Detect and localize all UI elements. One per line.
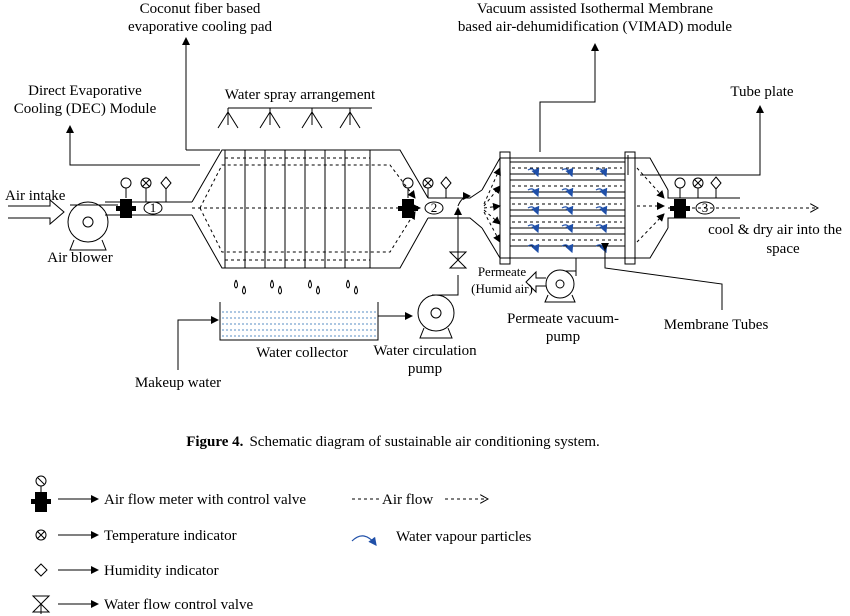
- water-spray-arrangement: [217, 107, 372, 129]
- svg-text:Coconut fiber based: Coconut fiber based: [140, 1, 261, 17]
- svg-text:1: 1: [150, 200, 157, 215]
- dec-module: [191, 149, 429, 295]
- svg-text:Temperature indicator: Temperature indicator: [104, 528, 237, 544]
- figure-caption: Figure 4.Schematic diagram of sustainabl…: [186, 434, 600, 450]
- svg-text:(Humid air): (Humid air): [471, 281, 533, 296]
- svg-text:Humidity indicator: Humidity indicator: [104, 563, 219, 579]
- svg-text:Air flow meter with control va: Air flow meter with control valve: [104, 492, 306, 508]
- coconut-pad-label: Coconut fiber based evaporative cooling …: [128, 1, 273, 35]
- air-intake: Air intake: [5, 188, 66, 226]
- svg-text:Membrane Tubes: Membrane Tubes: [664, 317, 769, 333]
- legend-water-valve-icon: [31, 595, 51, 614]
- svg-text:cool & dry air into the: cool & dry air into the: [708, 222, 842, 238]
- svg-text:based air-dehumidification (VI: based air-dehumidification (VIMAD) modul…: [458, 19, 733, 35]
- svg-text:Cooling (DEC) Module: Cooling (DEC) Module: [14, 101, 157, 117]
- duct-inlet: [105, 201, 192, 216]
- vimad-module: [481, 151, 669, 276]
- svg-text:Air blower: Air blower: [47, 250, 112, 266]
- svg-text:Water circulation: Water circulation: [373, 343, 477, 359]
- cool-dry-air-label: cool & dry air into the space: [708, 222, 842, 257]
- svg-text:Vacuum assisted Isothermal Mem: Vacuum assisted Isothermal Membrane: [477, 1, 714, 17]
- station-3-instruments: 3: [670, 176, 722, 218]
- duct-middle: [428, 189, 483, 229]
- svg-text:pump: pump: [408, 361, 442, 377]
- svg-text:Permeate vacuum-: Permeate vacuum-: [507, 311, 619, 327]
- leader-lines-top: [66, 37, 764, 176]
- svg-text:pump: pump: [546, 329, 580, 345]
- svg-text:space: space: [766, 241, 800, 257]
- svg-text:3: 3: [702, 200, 709, 215]
- air-blower: Air blower: [47, 201, 118, 266]
- svg-text:Makeup water: Makeup water: [135, 375, 221, 391]
- legend-humidity-icon: [34, 563, 48, 577]
- svg-text:2: 2: [431, 200, 438, 215]
- water-circulation-pump: Water circulation pump: [373, 207, 477, 377]
- legend-vapour-icon: [351, 535, 377, 546]
- permeate-vacuum-pump: Permeate (Humid air) Permeate vacuum- pu…: [471, 264, 619, 345]
- tube-plate-label: Tube plate: [730, 84, 794, 100]
- water-spray-label: Water spray arrangement: [225, 87, 376, 103]
- svg-text:Direct Evaporative: Direct Evaporative: [28, 83, 142, 99]
- station-2-instruments: 2: [398, 176, 452, 218]
- legend-temperature-icon: [35, 529, 47, 541]
- membrane-tubes-leader: Membrane Tubes: [601, 243, 769, 333]
- svg-text:Air intake: Air intake: [5, 188, 66, 204]
- svg-text:Permeate: Permeate: [478, 264, 527, 279]
- svg-text:Water vapour particles: Water vapour particles: [396, 529, 532, 545]
- legend-flow-meter-icon: [31, 475, 51, 512]
- legend: Air flow meter with control valve Air fl…: [31, 475, 532, 614]
- makeup-water: Makeup water: [135, 316, 221, 391]
- vimad-label: Vacuum assisted Isothermal Membrane base…: [458, 1, 733, 35]
- legend-air-flow-label: Air flow: [382, 492, 433, 508]
- svg-text:evaporative cooling pad: evaporative cooling pad: [128, 19, 273, 35]
- water-collector: Water collector: [219, 302, 413, 361]
- dec-module-label: Direct Evaporative Cooling (DEC) Module: [14, 83, 157, 117]
- svg-text:Water flow control valve: Water flow control valve: [104, 597, 253, 613]
- station-1-instruments: 1: [116, 176, 172, 218]
- svg-text:Water collector: Water collector: [256, 345, 348, 361]
